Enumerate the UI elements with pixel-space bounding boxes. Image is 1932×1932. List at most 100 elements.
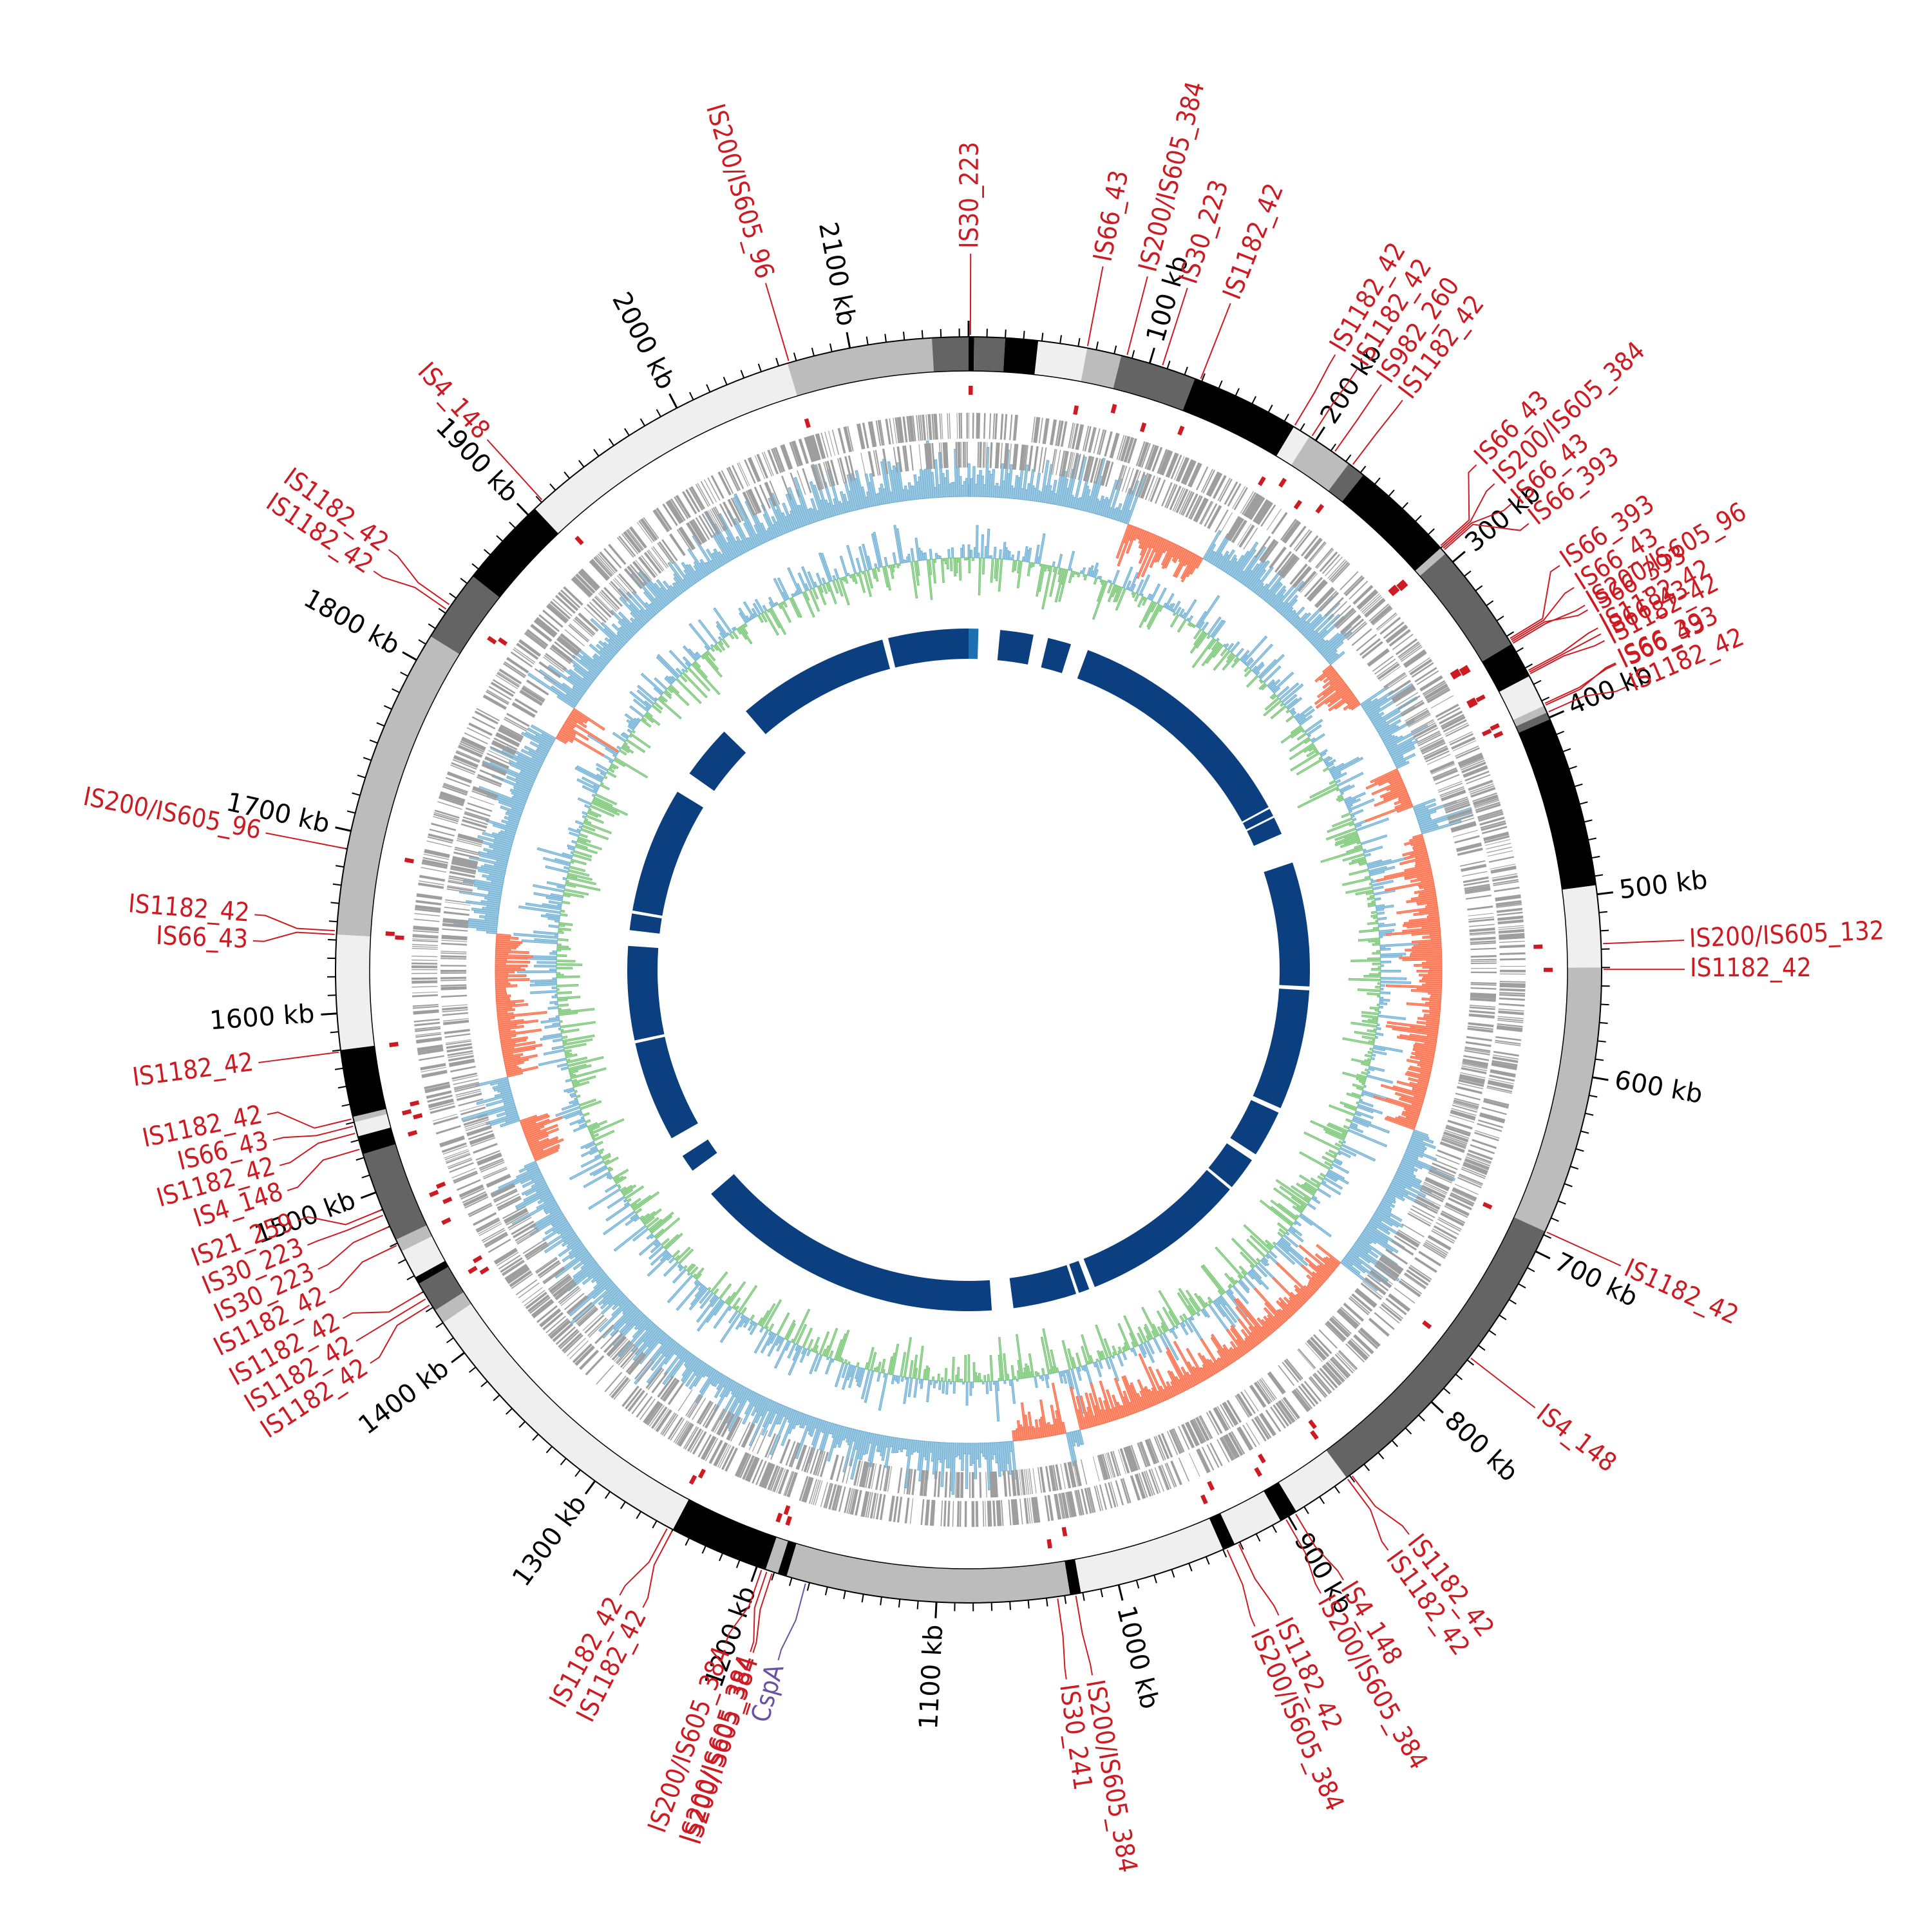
- minor-tick: [1418, 1414, 1425, 1422]
- minor-tick: [624, 428, 630, 436]
- gc-skew-track: [451, 440, 1472, 1495]
- minor-tick: [1255, 1533, 1261, 1542]
- minor-tick: [545, 1446, 553, 1454]
- label-connector: [1440, 464, 1477, 546]
- label-connector: [1530, 639, 1605, 674]
- minor-tick: [593, 449, 600, 457]
- ideogram-band: [1220, 1491, 1281, 1544]
- is-element-mark: [1139, 422, 1147, 433]
- tick-label: 500 kb: [1618, 865, 1709, 905]
- minor-tick: [1594, 874, 1604, 877]
- is-element-mark: [1533, 944, 1543, 949]
- major-tick: [1452, 551, 1466, 563]
- minor-tick: [620, 1501, 626, 1510]
- minor-tick: [1064, 1595, 1067, 1604]
- minor-tick: [1524, 663, 1533, 669]
- minor-tick: [1300, 423, 1305, 431]
- inner-ring-segment: [629, 913, 662, 934]
- minor-tick: [1443, 1387, 1451, 1394]
- minor-tick: [866, 336, 869, 345]
- is-element-mark: [783, 1505, 791, 1515]
- tick-label: 2000 kb: [606, 287, 681, 394]
- label-connector: [287, 1148, 360, 1191]
- is-element-mark: [574, 535, 584, 545]
- minor-tick: [435, 1322, 444, 1329]
- ideogram-ring: [335, 336, 1602, 1604]
- minor-tick: [1205, 1556, 1210, 1565]
- minor-tick: [1171, 1569, 1175, 1578]
- minor-tick: [1589, 1094, 1598, 1098]
- ideogram-band: [1326, 1217, 1546, 1478]
- minor-tick: [639, 418, 646, 426]
- inner-ring-segment: [1041, 638, 1072, 674]
- minor-tick: [425, 1307, 433, 1312]
- minor-tick: [656, 409, 661, 417]
- minor-tick: [328, 920, 337, 923]
- label-connector: [1126, 276, 1148, 355]
- minor-tick: [861, 1594, 864, 1603]
- is-element-mark: [487, 636, 497, 645]
- minor-tick: [1455, 1374, 1463, 1380]
- ideogram-band: [1034, 340, 1088, 382]
- minor-tick: [376, 722, 385, 727]
- is-element-mark: [1466, 697, 1477, 706]
- is-element-mark: [385, 931, 395, 936]
- is-element-label: IS200/IS605_132: [1689, 916, 1885, 953]
- ideogram-band: [1003, 337, 1039, 375]
- ideogram-band: [336, 934, 375, 1050]
- is-element-mark: [1390, 587, 1400, 596]
- label-connector: [752, 1573, 773, 1653]
- inner-ring-segment: [627, 945, 665, 1041]
- label-connector: [1334, 384, 1382, 452]
- ideogram-band: [1278, 1450, 1347, 1512]
- minor-tick: [1363, 1463, 1370, 1472]
- inner-ring-segment: [1069, 1260, 1090, 1293]
- minor-tick: [1218, 380, 1223, 389]
- minor-tick: [1541, 696, 1550, 702]
- is-element-mark: [497, 637, 508, 646]
- major-tick: [846, 332, 851, 348]
- minor-tick: [1184, 366, 1188, 375]
- label-connector: [1512, 604, 1586, 644]
- ideogram-band: [1276, 426, 1310, 466]
- is-element-mark: [1258, 1454, 1266, 1464]
- tick-label: 1800 kb: [299, 583, 405, 661]
- is-element-mark: [785, 1515, 792, 1526]
- is-element-label: IS4_148: [1531, 1398, 1622, 1478]
- minor-tick: [1488, 1329, 1497, 1336]
- is-element-mark: [1258, 476, 1266, 486]
- is-element-mark: [407, 1130, 418, 1137]
- major-tick: [668, 393, 678, 409]
- tick-label: 600 kb: [1613, 1065, 1705, 1110]
- label-connector: [265, 832, 346, 849]
- is-element-mark: [1293, 500, 1303, 510]
- ideogram-band: [1075, 1518, 1224, 1593]
- minor-tick: [1466, 1359, 1475, 1366]
- ideogram-band: [1264, 1482, 1296, 1521]
- label-connector: [1311, 368, 1358, 437]
- label-connector: [1294, 354, 1336, 426]
- inner-ring-segment: [1247, 817, 1282, 846]
- is-element-mark: [688, 1475, 697, 1485]
- minor-tick: [428, 623, 436, 629]
- label-connector: [1548, 686, 1627, 713]
- minor-tick: [701, 1545, 706, 1554]
- minor-tick: [493, 1394, 500, 1401]
- is-element-mark: [1450, 668, 1460, 677]
- tick-label: 1300 kb: [507, 1490, 592, 1592]
- minor-tick: [1587, 837, 1596, 841]
- label-connector: [258, 1051, 339, 1064]
- minor-tick: [1059, 335, 1063, 344]
- minor-tick: [560, 1457, 567, 1466]
- minor-tick: [332, 1049, 341, 1052]
- is-element-mark: [1543, 967, 1553, 972]
- minor-tick: [506, 1408, 513, 1415]
- major-tick: [360, 1191, 377, 1199]
- minor-tick: [334, 1067, 344, 1070]
- minor-tick: [921, 330, 923, 339]
- label-connector: [317, 1226, 388, 1270]
- ideogram-band: [777, 1540, 797, 1577]
- minor-tick: [1515, 647, 1524, 653]
- ideogram-band: [401, 1236, 446, 1278]
